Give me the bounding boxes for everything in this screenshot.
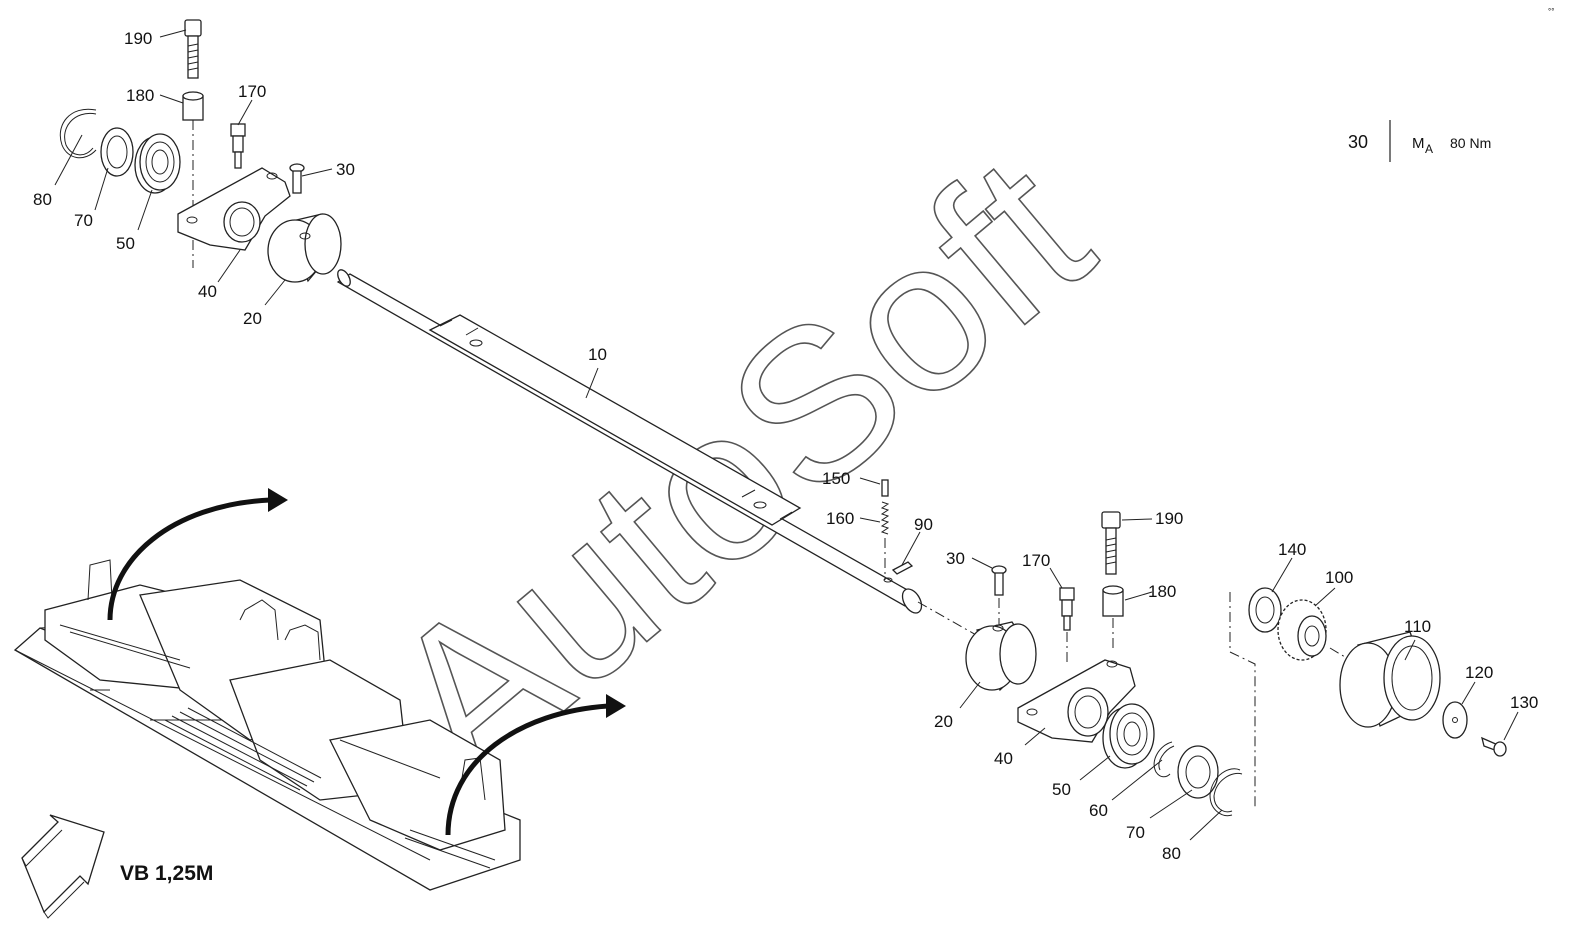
- screw-30-top: [289, 163, 305, 194]
- grease-nipple-170-top: [230, 123, 246, 169]
- bolt-190-top: [184, 19, 202, 79]
- circlip-60: [1153, 741, 1175, 778]
- callout-110: 110: [1404, 617, 1431, 636]
- torque-symbol: M: [1412, 135, 1425, 152]
- housing-110: [1339, 631, 1441, 728]
- washer-120: [1442, 701, 1468, 739]
- spring-160: [880, 501, 890, 535]
- bearing-housing-40-bottom: [1017, 659, 1136, 743]
- variant-label: VB 1,25M: [120, 862, 213, 885]
- bearing-50-top: [134, 133, 181, 194]
- circlip-80-top: [59, 108, 97, 159]
- collar-20-top: [267, 213, 342, 283]
- spacer-180-top: [182, 91, 204, 121]
- callout-20-top: 20: [243, 309, 262, 328]
- callout-190-top: 190: [124, 29, 152, 48]
- callout-50-top: 50: [116, 234, 135, 253]
- ring-70-bottom: [1177, 745, 1219, 799]
- key-90: [891, 561, 914, 575]
- callout-labels: 190 180 170 30 80 70 50 40 20 10 150 160…: [33, 29, 1538, 863]
- callout-50-bottom: 50: [1052, 780, 1071, 799]
- machine-overview: [13, 559, 521, 891]
- callout-90: 90: [914, 515, 933, 534]
- callout-180-top: 180: [126, 86, 154, 105]
- callout-70-bottom: 70: [1126, 823, 1145, 842]
- clamp-ring-140: [1248, 587, 1282, 633]
- watermark-text: AutoSoft: [345, 110, 1132, 825]
- screw-30-bottom: [991, 565, 1007, 596]
- centerline-bracket: [1229, 592, 1256, 808]
- screw-130: [1481, 736, 1507, 757]
- callout-30-bottom: 30: [946, 549, 965, 568]
- centerline-gear: [1329, 647, 1351, 661]
- torque-item: 30: [1348, 132, 1368, 152]
- centerline-shaft: [917, 601, 986, 641]
- bearing-50-bottom: [1102, 703, 1155, 769]
- callout-130: 130: [1510, 693, 1538, 712]
- callout-20-bottom: 20: [934, 712, 953, 731]
- circlip-80-bottom: [1209, 768, 1243, 817]
- gear-100: [1277, 599, 1327, 661]
- grease-nipple-170-bottom: [1059, 587, 1075, 631]
- curved-arrow-bottom: [445, 694, 626, 836]
- callout-100: 100: [1325, 568, 1353, 587]
- callout-180-bottom: 180: [1148, 582, 1176, 601]
- leader-lines: [54, 29, 1519, 841]
- callout-40-top: 40: [198, 282, 217, 301]
- collar-20-bottom: [965, 621, 1037, 692]
- torque-value: 80 Nm: [1450, 135, 1491, 151]
- callout-170-bottom: 170: [1022, 551, 1050, 570]
- autosoft-watermark: AutoSoft: [344, 110, 1132, 826]
- callout-120: 120: [1465, 663, 1493, 682]
- shaft-10: [336, 269, 923, 614]
- callout-10: 10: [588, 345, 607, 364]
- callout-70-top: 70: [74, 211, 93, 230]
- bearing-housing-40-top: [177, 167, 291, 251]
- callout-80-bottom: 80: [1162, 844, 1181, 863]
- ring-70-top: [100, 127, 134, 177]
- pin-150: [881, 479, 889, 497]
- callout-60: 60: [1089, 801, 1108, 820]
- torque-symbol-sub: A: [1425, 142, 1433, 156]
- torque-table: 30 M A 80 Nm: [1348, 120, 1491, 162]
- curved-arrow-top: [107, 488, 288, 621]
- callout-30-top: 30: [336, 160, 355, 179]
- callout-160: 160: [826, 509, 854, 528]
- callout-80-top: 80: [33, 190, 52, 209]
- direction-arrow: [21, 814, 105, 919]
- callout-170-top: 170: [238, 82, 266, 101]
- bolt-190-bottom: [1101, 511, 1121, 575]
- callout-190-bottom: 190: [1155, 509, 1183, 528]
- callout-150: 150: [822, 469, 850, 488]
- callout-140: 140: [1278, 540, 1306, 559]
- callout-40-bottom: 40: [994, 749, 1013, 768]
- corner-mark: °°: [1548, 7, 1554, 16]
- spacer-180-bottom: [1102, 585, 1124, 617]
